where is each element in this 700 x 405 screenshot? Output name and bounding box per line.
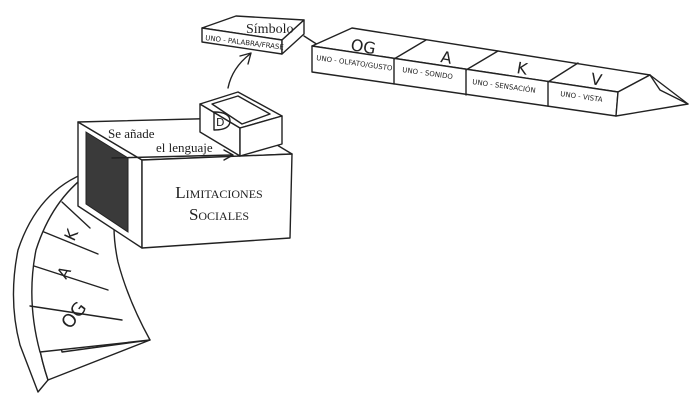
bottom-band-divider xyxy=(43,231,99,255)
symbol-band-connector xyxy=(303,35,319,46)
bottom-band-divider xyxy=(33,265,109,291)
slot-to-symbol-arrow xyxy=(227,53,251,89)
slot-inner xyxy=(211,95,271,125)
symbol-box: Símbolo UNO - PALABRA/FRASE xyxy=(201,15,305,55)
top-band-divider xyxy=(465,50,499,71)
top-band-glyph: OG xyxy=(349,35,377,58)
top-band: OG A K V UNO - OLFATO/GUSTO UNO - SONIDO… xyxy=(311,27,689,117)
top-band-divider xyxy=(547,62,579,83)
slot-letter: D xyxy=(216,116,224,129)
symbol-title: Símbolo xyxy=(246,22,293,37)
symbol-box-side xyxy=(281,19,305,55)
top-band-divider xyxy=(393,39,427,60)
top-band-glyph: V xyxy=(589,69,603,90)
bottom-band-divider xyxy=(29,305,123,321)
box-title-line2: Sociales xyxy=(189,205,249,224)
slot-side xyxy=(239,115,283,157)
box-title-line1: Limitaciones xyxy=(175,183,262,202)
top-band-glyph: A xyxy=(439,47,453,68)
bottom-band-surface xyxy=(31,173,151,353)
added-language-arrow xyxy=(111,154,233,159)
added-language-line1: Se añade xyxy=(108,126,155,141)
slot-d-outline xyxy=(213,111,231,131)
social-limits-box: D Se añade el lenguaje Limitaciones Soci… xyxy=(77,91,293,249)
added-language-line2: el lenguaje xyxy=(156,140,213,155)
top-band-arrowhead-edge xyxy=(649,74,689,105)
top-band-glyph: K xyxy=(515,58,529,79)
bottom-band-divider xyxy=(61,201,91,229)
added-language-arrowhead xyxy=(223,149,234,161)
slot-to-symbol-arrowhead xyxy=(239,52,252,65)
box-opening xyxy=(85,131,129,233)
